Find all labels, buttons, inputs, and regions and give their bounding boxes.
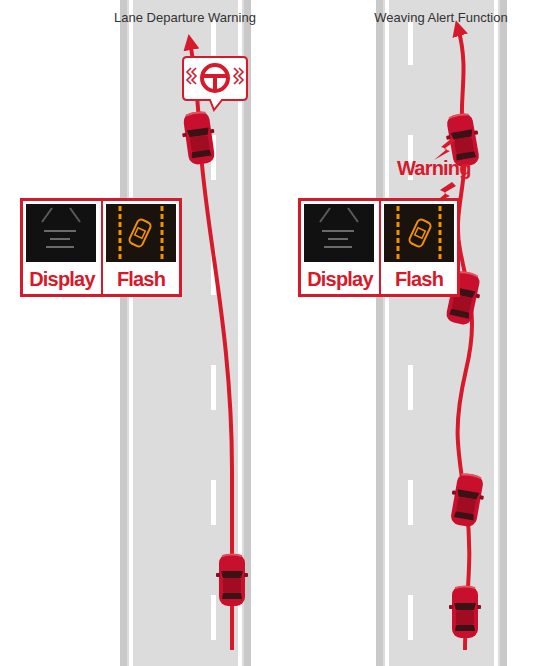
panel-heading: Weaving Alert Function — [374, 10, 507, 25]
warning-text: Warning — [397, 157, 471, 180]
panel-caption: Flash — [381, 268, 457, 291]
display-panel-box: Flash — [379, 199, 459, 296]
panel-caption: Display — [23, 268, 101, 291]
display-panel-box: Flash — [101, 199, 181, 296]
panel-heading: Lane Departure Warning — [114, 10, 256, 25]
display-panel-box: Display — [299, 199, 381, 296]
display-panel-box: Display — [21, 199, 103, 296]
panel-caption: Flash — [103, 268, 179, 291]
panel-caption: Display — [301, 268, 379, 291]
